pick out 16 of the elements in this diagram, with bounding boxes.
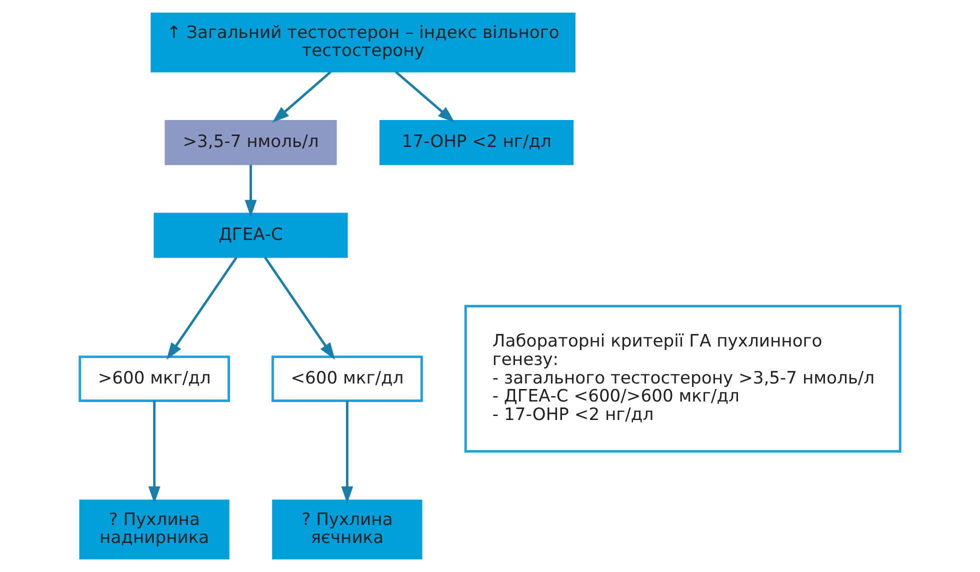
arrow — [148, 400, 160, 504]
node-box: ↑ Загальний тестостерон – індекс вільного тестостерону — [150, 12, 576, 72]
node-box: >3,5-7 нмоль/л — [164, 120, 337, 166]
node-box: ? Пухлина яєчника — [272, 500, 422, 560]
arrow — [244, 164, 257, 217]
node-box: ДГЕА-С — [154, 212, 348, 258]
node-box: ? Пухлина наднирника — [79, 500, 230, 560]
arrow — [166, 256, 238, 360]
arrow — [264, 256, 335, 360]
arrow — [341, 400, 354, 504]
node-box: <600 мкг/дл — [272, 356, 423, 402]
arrow — [272, 71, 332, 123]
arrow — [395, 71, 455, 123]
node-box: 17-OHP <2 нг/дл — [380, 120, 574, 166]
node-box: >600 мкг/дл — [78, 356, 230, 402]
node-box: Лабораторні критерії ГА пухлинного генезу: - загального тестостерону >3,5-7 нмоль/л - ДГЕА-С <600/>600 мкг/дл - 17-OHP <2 нг/дл — [464, 304, 902, 453]
